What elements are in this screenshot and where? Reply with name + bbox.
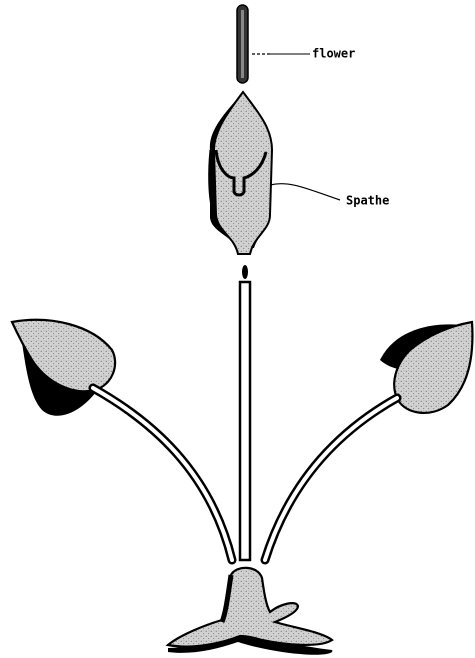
left-leaf: [12, 320, 232, 560]
rhizome: [168, 568, 332, 655]
spathe-leader-line: [270, 184, 340, 200]
left-petiole-outline: [93, 388, 232, 560]
spathe-label-group: Spathe: [270, 184, 389, 208]
flower-spadix: [237, 5, 248, 83]
spathe-body: [214, 92, 272, 254]
flower-label: flower: [312, 47, 355, 61]
spathe: [210, 92, 272, 254]
rhizome-body: [168, 568, 332, 647]
spathe-label: Spathe: [346, 194, 389, 208]
right-petiole: [265, 398, 397, 560]
right-petiole-outline: [265, 398, 397, 560]
left-petiole: [93, 388, 232, 560]
stalk-tip: [242, 265, 248, 279]
right-leaf: [265, 322, 472, 560]
flower-label-group: flower: [252, 47, 355, 61]
central-stalk: [240, 282, 250, 560]
